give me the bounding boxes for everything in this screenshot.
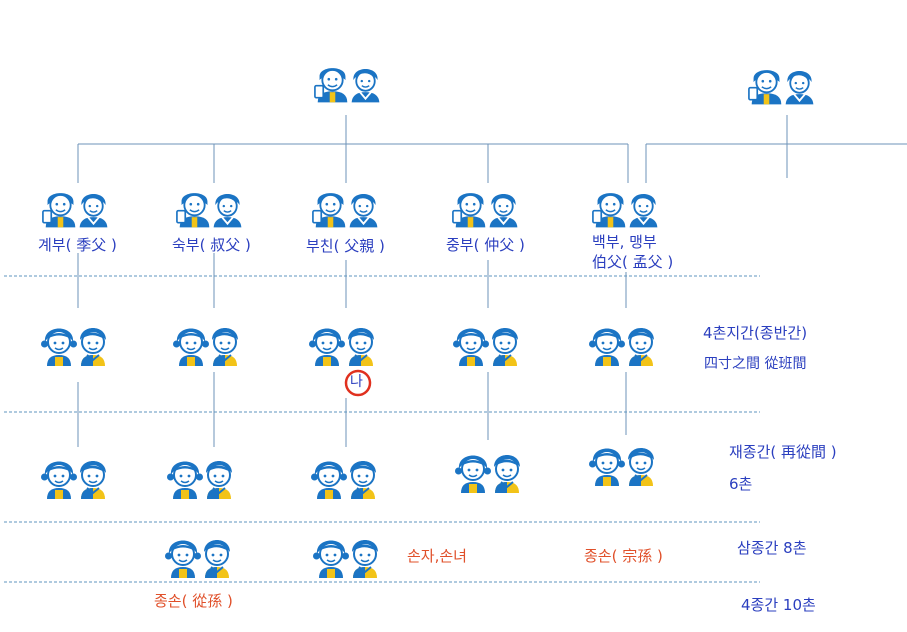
label-jongson-side: 종손( 從孫 ): [154, 592, 233, 610]
children-pair-icon: [40, 459, 108, 499]
children-pair-icon: [310, 459, 378, 499]
children-pair-icon: [312, 538, 380, 578]
generation-separators: [4, 275, 760, 583]
grandparents-couple-icon: [314, 67, 381, 104]
gen-label-8chon: 삼종간 8촌: [737, 539, 807, 557]
self-marker-circle: [344, 369, 372, 397]
children-pair-icon: [164, 538, 232, 578]
label-gyebu: 계부( 季父 ): [38, 236, 117, 254]
grandparents-couple-icon: [748, 69, 815, 106]
connector-lines: [77, 115, 907, 447]
gen-label-4chon-line1: 4촌지간(종반간): [703, 324, 808, 342]
children-pair-icon: [308, 326, 376, 366]
parents-couple-icon: [42, 192, 109, 229]
children-pair-icon: [454, 453, 522, 493]
parents-couple-icon: [452, 192, 519, 229]
children-pair-icon: [452, 326, 520, 366]
label-jungbu: 중부( 仲父 ): [446, 236, 525, 254]
parents-couple-icon: [312, 192, 379, 229]
children-pair-icon: [166, 459, 234, 499]
label-baekbu-line2: 伯父( 孟父 ): [592, 253, 674, 271]
parents-couple-icon: [176, 192, 243, 229]
label-buchin: 부친( 父親 ): [306, 237, 385, 255]
children-pair-icon: [588, 446, 656, 486]
label-baekbu-line1: 백부, 맹부: [592, 233, 657, 251]
label-self: 나: [350, 374, 363, 390]
gen-label-6chon-line1: 재종간( 再從間 ): [729, 443, 837, 461]
label-jongson-main: 종손( 宗孫 ): [584, 547, 663, 565]
gen-label-6chon-line2: 6촌: [729, 475, 753, 493]
gen-label-4chon-line2: 四寸之間 從班間: [704, 356, 807, 372]
label-sukbu: 숙부( 叔父 ): [172, 236, 251, 254]
children-pair-icon: [40, 326, 108, 366]
parents-couple-icon: [592, 192, 659, 229]
label-sonja: 손자,손녀: [407, 547, 467, 565]
children-pair-icon: [172, 326, 240, 366]
children-pair-icon: [588, 326, 656, 366]
gen-label-10chon: 4종간 10촌: [741, 596, 816, 614]
